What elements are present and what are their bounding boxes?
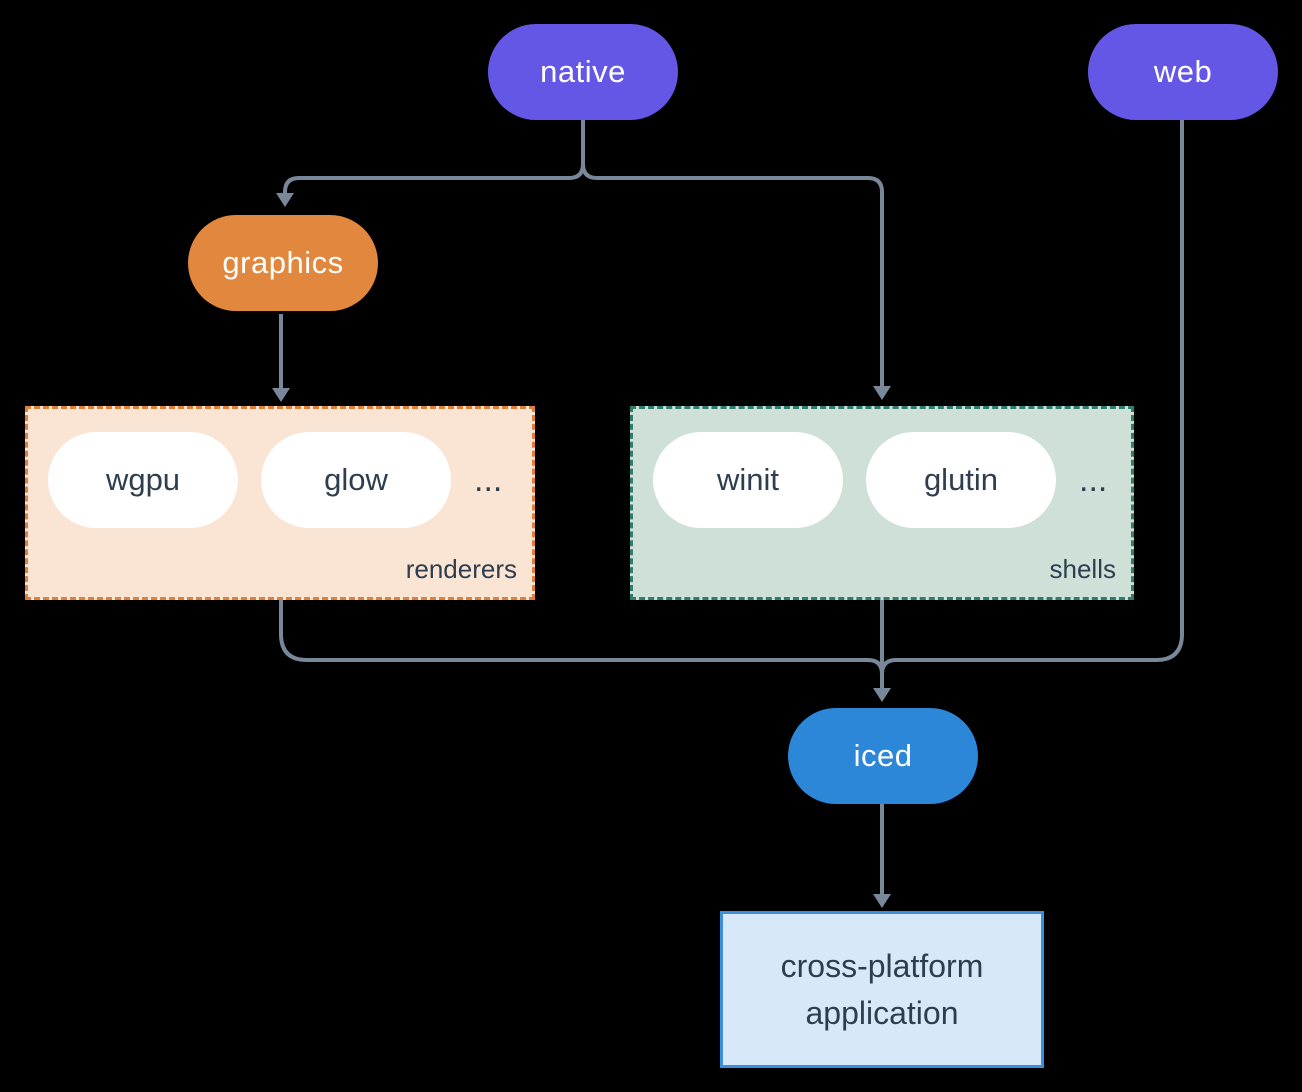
node-web-label: web [1153,54,1213,89]
node-glutin-label: glutin [923,462,999,497]
node-graphics: graphics [188,215,378,311]
arrowhead-into-renderers-icon [272,388,290,402]
node-web: web [1088,24,1278,120]
edge-native-shells [581,119,884,387]
group-renderers-label: renderers [405,554,517,584]
group-shells-pills: winit glutin ... [633,409,1131,528]
group-renderers-pills: wgpu glow ... [28,409,532,528]
node-application-label-line1: cross-platform [780,948,984,985]
node-iced: iced [788,708,978,804]
node-native: native [488,24,678,120]
arrowhead-into-application-icon [873,894,891,908]
arrowhead-into-graphics-icon [276,193,294,207]
group-shells-label: shells [1049,554,1116,584]
node-native-label: native [540,54,626,89]
edge-native-graphics [283,119,585,193]
node-application: cross-platform application [720,911,1044,1068]
group-shells: winit glutin ... shells [630,406,1134,600]
edge-web-iced [880,119,1184,688]
node-winit: winit [653,432,843,528]
node-graphics-label: graphics [222,245,344,280]
node-glutin: glutin [866,432,1056,528]
group-renderers: wgpu glow ... renderers [25,406,535,600]
node-winit-label: winit [716,462,779,497]
edge-renderers-iced [279,600,884,688]
arrowhead-into-iced-icon [873,688,891,702]
shells-ellipsis: ... [1079,461,1108,499]
renderers-ellipsis: ... [474,461,503,499]
node-wgpu: wgpu [48,432,238,528]
node-glow: glow [261,432,451,528]
node-application-label-line2: application [805,994,959,1031]
node-wgpu-label: wgpu [105,462,181,497]
node-glow-label: glow [324,462,388,497]
arrowhead-into-shells-icon [873,386,891,400]
node-iced-label: iced [853,738,913,773]
